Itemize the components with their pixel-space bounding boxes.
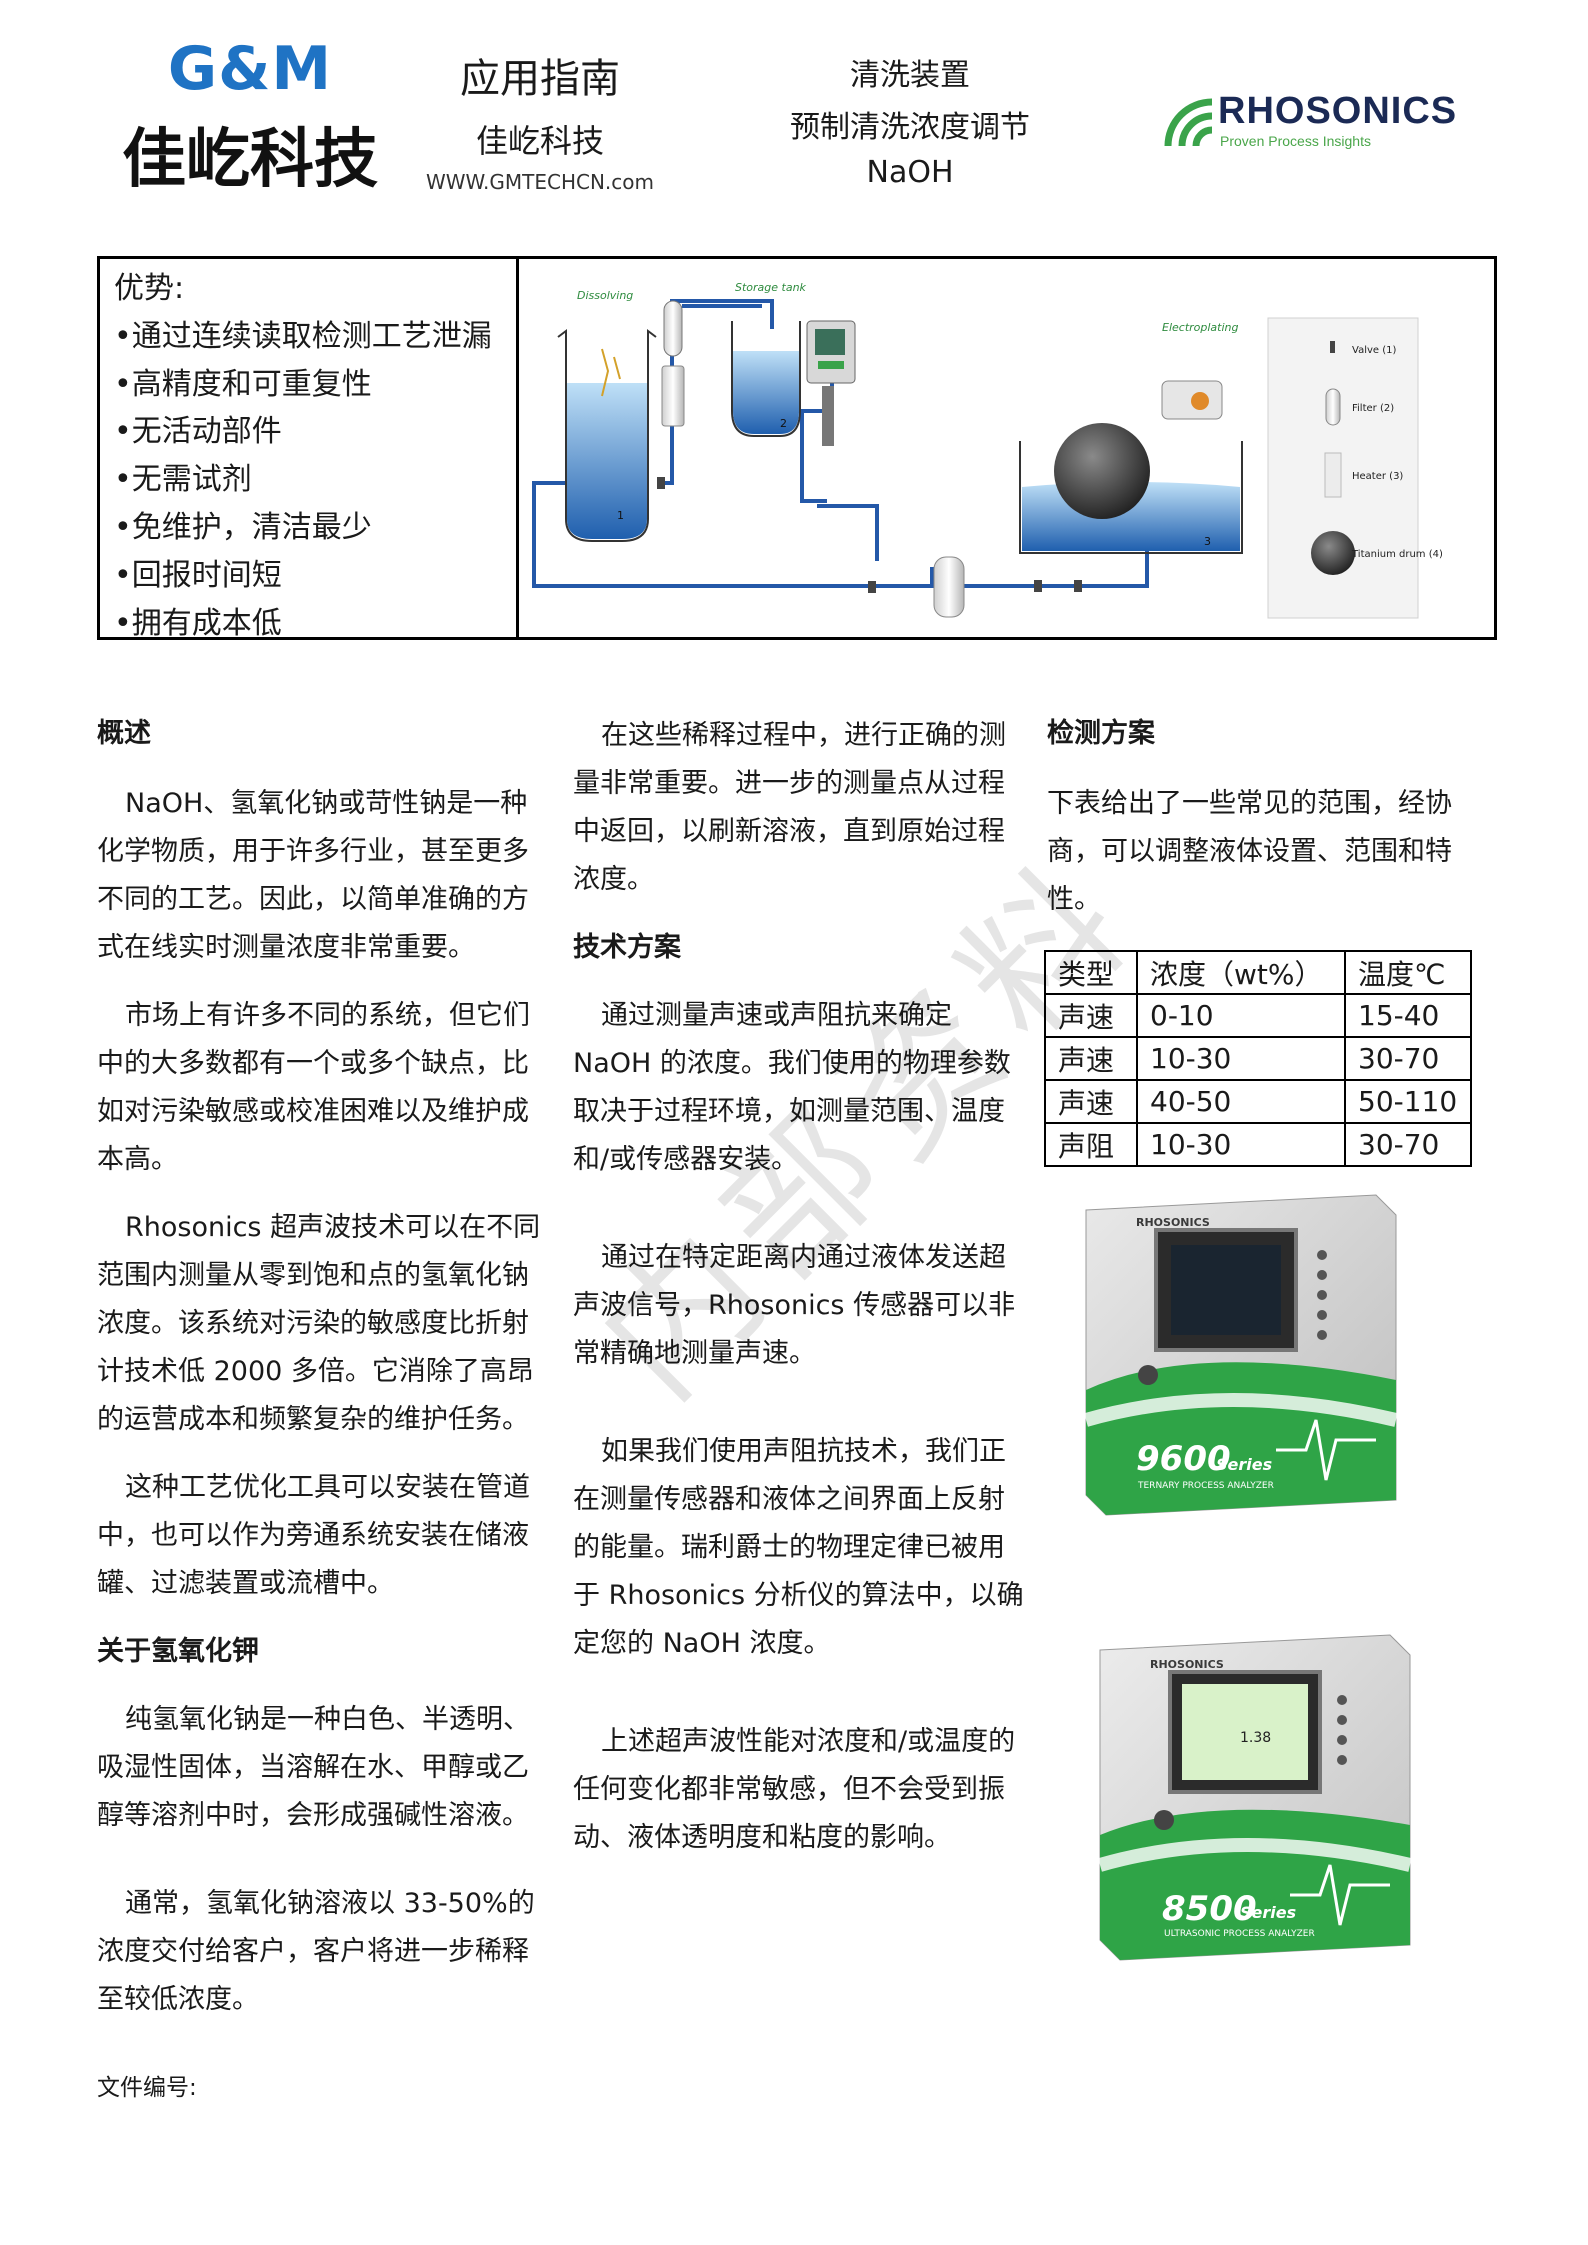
table-cell: 声速	[1044, 1079, 1138, 1124]
device-caption: ULTRASONIC PROCESS ANALYZER	[1164, 1929, 1315, 1939]
advantage-item: •回报时间短	[114, 557, 282, 593]
table-header: 温度℃	[1344, 950, 1472, 995]
device-caption: TERNARY PROCESS ANALYZER	[1137, 1481, 1274, 1491]
advantages-list: 优势: •通过连续读取检测工艺泄漏 •高精度和可重复性 •无活动部件 •无需试剂…	[114, 265, 509, 647]
table-row: 声阻 10-30 30-70	[1044, 1122, 1472, 1167]
gm-logo-cn: 佳屹科技	[122, 123, 378, 197]
gm-logo-text: G&M	[167, 34, 333, 104]
table-cell: 声速	[1044, 993, 1138, 1038]
device-9600-image: RHOSONICS 9600 Series TERNARY PROCESS AN…	[1084, 1194, 1398, 1516]
device-screen-value: 1.38	[1240, 1730, 1271, 1746]
legend-item: Titanium drum (4)	[1351, 549, 1443, 560]
doc-number-label: 文件编号:	[97, 2075, 197, 2101]
table-cell: 10-30	[1136, 1036, 1346, 1081]
tank-number: 1	[617, 509, 624, 522]
paragraph: 通过测量声速或声阻抗来确定 NaOH 的浓度。我们使用的物理参数取决于过程环境，…	[573, 1000, 1011, 1175]
table-cell: 50-110	[1344, 1079, 1472, 1124]
tank-number: 3	[1204, 535, 1211, 548]
table-cell: 30-70	[1344, 1122, 1472, 1167]
table-row: 声速 0-10 15-40	[1044, 993, 1472, 1038]
advantages-title: 优势:	[114, 271, 185, 306]
paragraph: 下表给出了一些常见的范围，经协商，可以调整液体设置、范围和特性。	[1047, 788, 1452, 915]
range-table: 类型 浓度（wt%） 温度℃ 声速 0-10 15-40 声速 10-30 30…	[1044, 950, 1472, 1167]
tank-number: 2	[780, 417, 787, 430]
paragraph: 在这些稀释过程中，进行正确的测量非常重要。进一步的测量点从过程中返回，以刷新溶液…	[573, 720, 1006, 895]
paragraph: 市场上有许多不同的系统，但它们中的大多数都有一个或多个缺点，比如对污染敏感或校准…	[97, 1000, 530, 1175]
paragraph: NaOH、氢氧化钠或苛性钠是一种化学物质，用于许多行业，甚至更多不同的工艺。因此…	[97, 788, 529, 963]
paragraph: Rhosonics 超声波技术可以在不同范围内测量从零到饱和点的氢氧化钠浓度。该…	[97, 1212, 541, 1435]
label-storage: Storage tank	[735, 281, 807, 294]
subject-line-1: 清洗装置	[850, 58, 970, 93]
table-cell: 10-30	[1136, 1122, 1346, 1167]
doc-type: 应用指南	[460, 56, 620, 102]
table-header: 浓度（wt%）	[1136, 950, 1346, 995]
device-series: Series	[1240, 1903, 1296, 1922]
advantage-item: •通过连续读取检测工艺泄漏	[114, 318, 492, 354]
valve-icon	[657, 477, 665, 489]
paragraph: 通过在特定距离内通过液体发送超声波信号，Rhosonics 传感器可以非常精确地…	[573, 1242, 1016, 1369]
legend-item: Valve (1)	[1352, 345, 1396, 356]
box-divider	[516, 259, 519, 637]
table-cell: 声速	[1044, 1036, 1138, 1081]
heater-icon	[661, 365, 685, 427]
column-detection: 检测方案 下表给出了一些常见的范围，经协商，可以调整液体设置、范围和特性。	[1047, 710, 1497, 924]
device-series: Series	[1216, 1455, 1272, 1474]
heading-about: 关于氢氧化钾	[97, 1636, 259, 1667]
filter-icon	[663, 300, 683, 357]
advantage-item: •免维护，清洁最少	[114, 509, 372, 545]
column-overview: 概述 NaOH、氢氧化钠或苛性钠是一种化学物质，用于许多行业，甚至更多不同的工艺…	[97, 710, 547, 2024]
table-cell: 40-50	[1136, 1079, 1346, 1124]
process-diagram: Dissolving 1 Storage tank 2 Electroplati…	[532, 281, 1443, 619]
column-technology: 在这些稀释过程中，进行正确的测量非常重要。进一步的测量点从过程中返回，以刷新溶液…	[573, 712, 1025, 1862]
paragraph: 上述超声波性能对浓度和/或温度的任何变化都非常敏感，但不会受到振动、液体透明度和…	[573, 1726, 1016, 1853]
table-cell: 15-40	[1344, 993, 1472, 1038]
table-row: 声速 40-50 50-110	[1044, 1079, 1472, 1124]
table-row: 声速 10-30 30-70	[1044, 1036, 1472, 1081]
subject-line-2: 预制清洗浓度调节	[790, 110, 1030, 145]
rhosonics-tagline: Proven Process Insights	[1220, 133, 1371, 149]
website-link[interactable]: WWW.GMTECHCN.com	[426, 170, 654, 194]
table-header: 类型	[1044, 950, 1138, 995]
paragraph: 如果我们使用声阻抗技术，我们正在测量传感器和液体之间界面上反射的能量。瑞利爵士的…	[573, 1436, 1024, 1659]
subject-line-3: NaOH	[866, 155, 954, 190]
device-model: 9600	[1136, 1439, 1231, 1479]
device-brand: RHOSONICS	[1150, 1658, 1224, 1671]
rhosonics-logo-text: RHOSONICS	[1218, 90, 1458, 132]
paragraph: 通常，氢氧化钠溶液以 33-50%的浓度交付给客户，客户将进一步稀释至较低浓度。	[97, 1888, 535, 2015]
heading-detection: 检测方案	[1047, 718, 1155, 749]
device-model: 8500	[1162, 1889, 1257, 1929]
paragraph: 纯氢氧化钠是一种白色、半透明、吸湿性固体，当溶解在水、甲醇或乙醇等溶剂中时，会形…	[97, 1704, 530, 1831]
label-electroplating: Electroplating	[1162, 321, 1239, 334]
advantages-box: 优势: •通过连续读取检测工艺泄漏 •高精度和可重复性 •无活动部件 •无需试剂…	[97, 256, 1497, 641]
advantage-item: •高精度和可重复性	[114, 366, 372, 402]
table-header-row: 类型 浓度（wt%） 温度℃	[1044, 950, 1472, 995]
table-cell: 0-10	[1136, 993, 1346, 1038]
diagram-legend	[1267, 317, 1419, 619]
titanium-drum	[1054, 423, 1150, 519]
advantage-item: •无需试剂	[114, 462, 252, 498]
table-cell: 声阻	[1044, 1122, 1138, 1167]
table-cell: 30-70	[1344, 1036, 1472, 1081]
advantage-item: •拥有成本低	[114, 605, 282, 641]
heading-technology: 技术方案	[573, 932, 681, 963]
company-name: 佳屹科技	[475, 122, 604, 160]
heading-overview: 概述	[97, 718, 151, 749]
legend-item: Filter (2)	[1352, 403, 1394, 414]
device-brand: RHOSONICS	[1136, 1216, 1210, 1229]
advantage-item: •无活动部件	[114, 414, 282, 450]
device-8500-image: 1.38 RHOSONICS 8500 Series ULTRASONIC PR…	[1098, 1634, 1412, 1961]
legend-item: Heater (3)	[1352, 471, 1403, 482]
label-dissolving: Dissolving	[577, 289, 633, 302]
rhosonics-logo-icon	[1164, 98, 1213, 147]
paragraph: 这种工艺优化工具可以安装在管道中，也可以作为旁通系统安装在储液罐、过滤装置或流槽…	[97, 1472, 530, 1599]
